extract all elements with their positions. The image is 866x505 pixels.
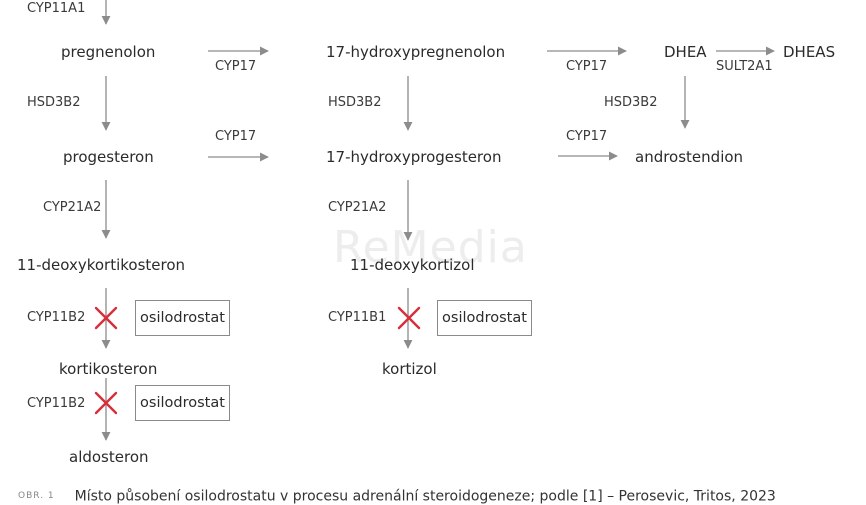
enzyme-cyp21a2: CYP21A2	[43, 200, 102, 215]
enzyme-cyp11b2: CYP11B2	[27, 396, 86, 411]
node-dhea: DHEA	[664, 43, 707, 61]
node-17-hydroxyprogesteron: 17-hydroxyprogesteron	[326, 148, 502, 166]
enzyme-cyp11b2: CYP11B2	[27, 310, 86, 325]
enzyme-cyp17: CYP17	[215, 59, 257, 74]
inhibition-cross-icon	[94, 306, 118, 330]
inhibition-cross-icon	[94, 391, 118, 415]
node-kortizol: kortizol	[382, 360, 437, 378]
enzyme-cyp21a2: CYP21A2	[328, 200, 387, 215]
node-17-hydroxypregnenolon: 17-hydroxypregnenolon	[326, 43, 506, 61]
enzyme-cyp17: CYP17	[566, 129, 608, 144]
node-pregnenolon: pregnenolon	[61, 43, 156, 61]
enzyme-hsd3b2: HSD3B2	[328, 95, 382, 110]
node-11-deoxykortikosteron: 11-deoxykortikosteron	[17, 256, 186, 274]
enzyme-cyp17: CYP17	[215, 129, 257, 144]
enzyme-cyp17: CYP17	[566, 59, 608, 74]
node-progesteron: progesteron	[63, 148, 154, 166]
enzyme-cyp11a1: CYP11A1	[27, 1, 86, 16]
enzyme-cyp11b1: CYP11B1	[328, 310, 387, 325]
node-kortikosteron: kortikosteron	[59, 360, 158, 378]
node-androstendion: androstendion	[635, 148, 744, 166]
figure-tag: OBR. 1	[18, 491, 55, 501]
figure-caption: OBR. 1 Místo působení osilodrostatu v pro…	[18, 488, 776, 504]
enzyme-sult2a1: SULT2A1	[716, 59, 773, 74]
enzyme-hsd3b2: HSD3B2	[27, 95, 81, 110]
watermark: ReMedia	[333, 222, 528, 273]
node-11-deoxykortizol: 11-deoxykortizol	[350, 256, 475, 274]
osilodrostat-box: osilodrostat	[135, 300, 230, 336]
osilodrostat-box: osilodrostat	[135, 385, 230, 421]
figure-caption-text: Místo působení osilodrostatu v procesu a…	[74, 488, 776, 505]
osilodrostat-box: osilodrostat	[437, 300, 532, 336]
inhibition-cross-icon	[397, 306, 421, 330]
enzyme-hsd3b2: HSD3B2	[604, 95, 658, 110]
node-aldosteron: aldosteron	[69, 448, 149, 466]
node-dheas: DHEAS	[783, 43, 836, 61]
